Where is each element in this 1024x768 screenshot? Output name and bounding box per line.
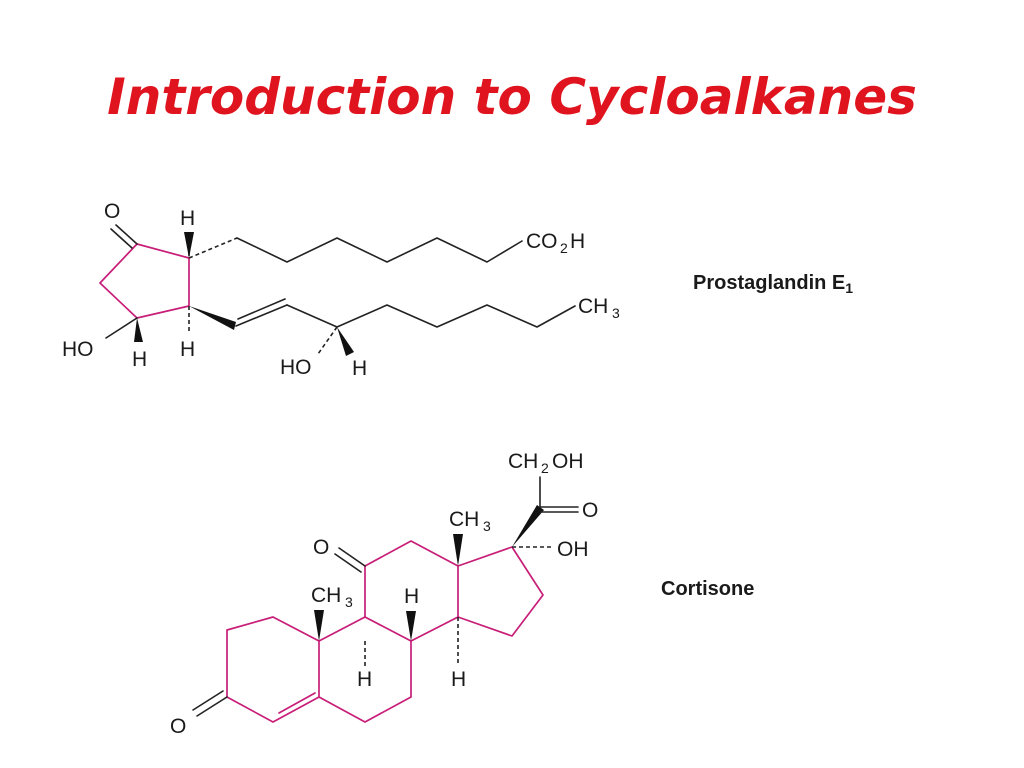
cortisone-h-c8-wedge <box>406 611 416 641</box>
pg-ho-chain-hash <box>317 326 338 355</box>
cortisone-ch3-left-prefix: CH <box>311 584 341 607</box>
pg-co2h-sub: 2 <box>560 240 568 256</box>
pg-h-chain: H <box>352 357 367 380</box>
cortisone-c11-keto-2 <box>334 553 362 573</box>
cortisone-ch3-top-prefix: CH <box>449 508 479 531</box>
pg-ch3-prefix: CH <box>578 295 608 318</box>
cortisone-ring-d <box>457 546 544 637</box>
cortisone-name: Cortisone <box>661 578 755 600</box>
cortisone-ring-b <box>318 616 412 723</box>
pg-keto-bond-2 <box>110 228 133 249</box>
cortisone-oh: OH <box>557 538 589 561</box>
cortisone-h-c14: H <box>451 668 466 691</box>
prostaglandin-name-subscript: 1 <box>845 280 854 296</box>
cortisone-ch2oh-suffix: OH <box>552 450 584 473</box>
pg-keto-bond <box>115 224 138 245</box>
cortisone-ring-a-double <box>278 692 316 714</box>
cortisone-ring-c <box>364 540 459 642</box>
cortisone-c3-keto-2 <box>192 690 224 711</box>
prostaglandin-name-text: Prostaglandin E <box>693 272 846 294</box>
pg-ho-chain: HO <box>280 356 312 379</box>
cortisone-side-o: O <box>582 499 598 522</box>
cortisone-ch3-left-wedge <box>314 610 324 641</box>
slide-title: Introduction to Cycloalkanes <box>107 68 917 126</box>
pg-co2h-prefix: CO <box>526 230 558 253</box>
pg-upper-chain <box>236 237 523 263</box>
cortisone-ch2oh-prefix: CH <box>508 450 538 473</box>
pg-alkene-1 <box>235 304 288 327</box>
cortisone-ch3-left-sub: 3 <box>345 594 353 610</box>
cortisone-ch3-top-wedge <box>453 534 463 566</box>
cortisone-ch3-top-sub: 3 <box>483 518 491 534</box>
pg-lower-chain-wedge <box>189 306 236 330</box>
pg-h-ring-right: H <box>180 338 195 361</box>
pg-h-ring-low: H <box>132 348 147 371</box>
cortisone-side-chain-wedge <box>512 505 544 547</box>
pg-h-top-wedge <box>184 232 194 258</box>
prostaglandin-ring <box>99 243 190 319</box>
cortisone-keto-c11: O <box>313 536 329 559</box>
cortisone-ch2oh-sub: 2 <box>541 460 549 476</box>
cortisone-c11-keto-1 <box>338 547 366 567</box>
pg-upper-chain-dash <box>188 237 238 259</box>
cortisone-keto-c3: O <box>170 715 186 738</box>
pg-ho-ring: HO <box>62 338 94 361</box>
prostaglandin-name: Prostaglandin E1 <box>693 272 853 296</box>
pg-ch3-sub: 3 <box>612 305 620 321</box>
pg-alkene-2 <box>237 298 286 320</box>
cortisone-h-c9: H <box>357 668 372 691</box>
pg-keto-o: O <box>104 200 120 223</box>
pg-ho-ring-bond <box>105 317 138 339</box>
cortisone-ring-a <box>226 616 320 723</box>
pg-h-top: H <box>180 207 195 230</box>
pg-co2h-suffix: H <box>570 230 585 253</box>
pg-h-chain-wedge <box>337 327 354 356</box>
pg-h-ring-wedge <box>134 318 143 342</box>
cortisone-h-c8: H <box>404 585 419 608</box>
cortisone-c3-keto-1 <box>196 696 228 717</box>
